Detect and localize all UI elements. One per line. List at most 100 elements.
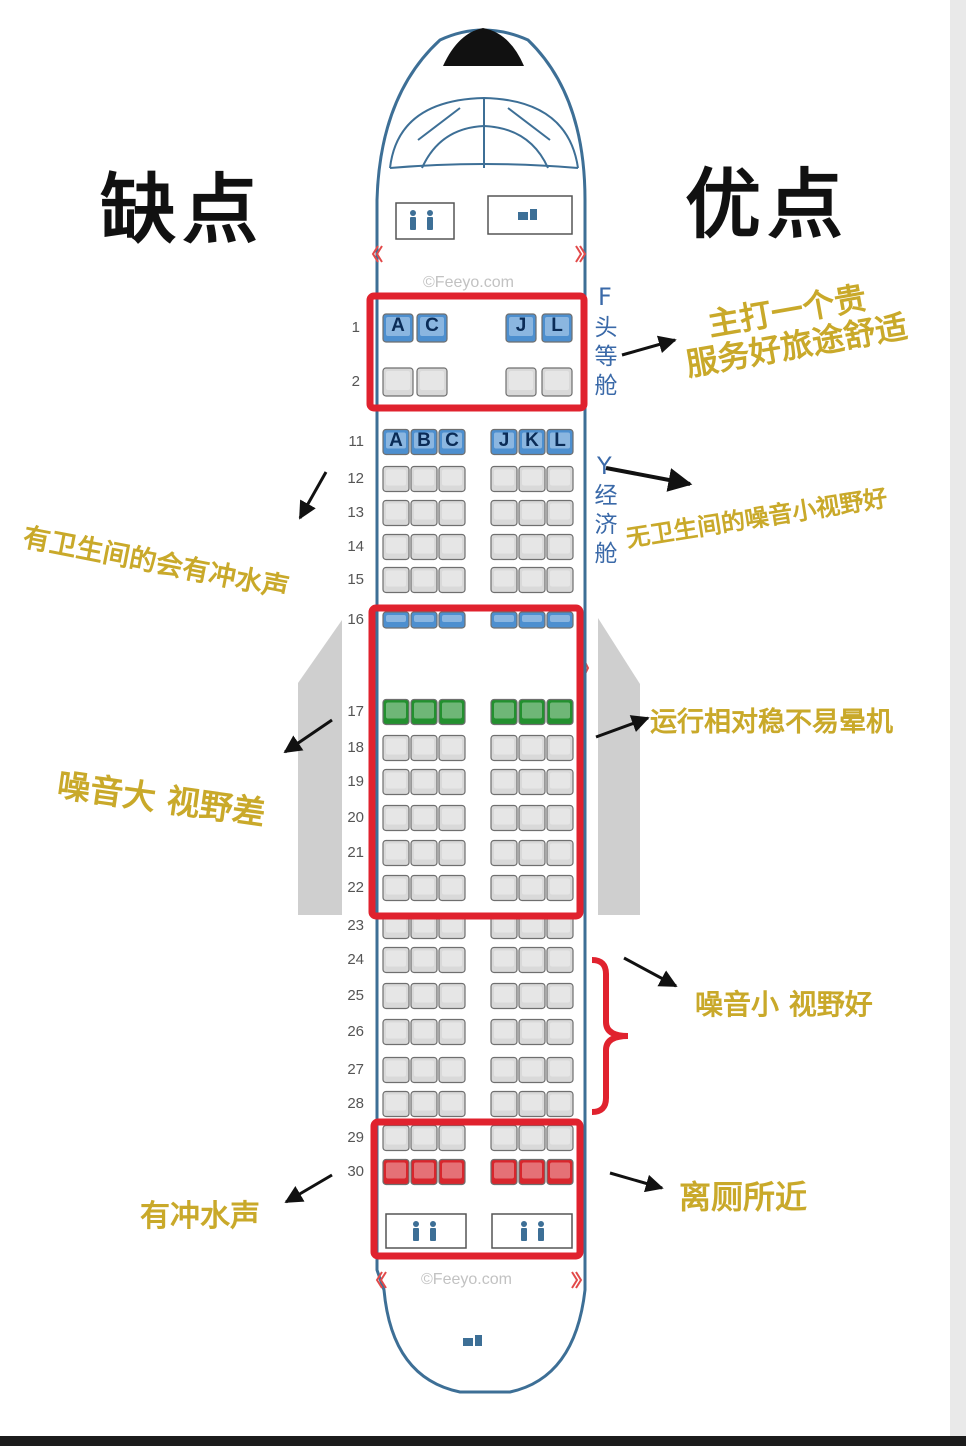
seat-23B[interactable] bbox=[410, 912, 438, 940]
seat-19L[interactable] bbox=[546, 768, 574, 796]
seat-27J[interactable] bbox=[490, 1056, 518, 1084]
seat-16K[interactable] bbox=[518, 611, 546, 629]
seat-21L[interactable] bbox=[546, 839, 574, 867]
seat-15K[interactable] bbox=[518, 566, 546, 594]
seat-21B[interactable] bbox=[410, 839, 438, 867]
seat-24B[interactable] bbox=[410, 946, 438, 974]
seat-13B[interactable] bbox=[410, 499, 438, 527]
seat-19C[interactable] bbox=[438, 768, 466, 796]
seat-24L[interactable] bbox=[546, 946, 574, 974]
seat-2J[interactable] bbox=[505, 367, 537, 397]
seat-25J[interactable] bbox=[490, 982, 518, 1010]
seat-18J[interactable] bbox=[490, 734, 518, 762]
seat-19B[interactable] bbox=[410, 768, 438, 796]
seat-2C[interactable] bbox=[416, 367, 448, 397]
seat-25B[interactable] bbox=[410, 982, 438, 1010]
seat-1A[interactable] bbox=[382, 313, 414, 343]
seat-20B[interactable] bbox=[410, 804, 438, 832]
seat-13A[interactable] bbox=[382, 499, 410, 527]
seat-13C[interactable] bbox=[438, 499, 466, 527]
seat-21J[interactable] bbox=[490, 839, 518, 867]
seat-1J[interactable] bbox=[505, 313, 537, 343]
seat-14A[interactable] bbox=[382, 533, 410, 561]
seat-11L[interactable] bbox=[546, 428, 574, 456]
seat-23L[interactable] bbox=[546, 912, 574, 940]
seat-11C[interactable] bbox=[438, 428, 466, 456]
seat-18C[interactable] bbox=[438, 734, 466, 762]
seat-17B[interactable] bbox=[410, 698, 438, 726]
seat-11A[interactable] bbox=[382, 428, 410, 456]
seat-16B[interactable] bbox=[410, 611, 438, 629]
seat-19K[interactable] bbox=[518, 768, 546, 796]
seat-21K[interactable] bbox=[518, 839, 546, 867]
seat-30L[interactable] bbox=[546, 1158, 574, 1186]
seat-19J[interactable] bbox=[490, 768, 518, 796]
seat-20K[interactable] bbox=[518, 804, 546, 832]
seat-11K[interactable] bbox=[518, 428, 546, 456]
seat-15A[interactable] bbox=[382, 566, 410, 594]
seat-20C[interactable] bbox=[438, 804, 466, 832]
seat-12K[interactable] bbox=[518, 465, 546, 493]
seat-29J[interactable] bbox=[490, 1124, 518, 1152]
seat-16A[interactable] bbox=[382, 611, 410, 629]
seat-22C[interactable] bbox=[438, 874, 466, 902]
seat-20L[interactable] bbox=[546, 804, 574, 832]
seat-26L[interactable] bbox=[546, 1018, 574, 1046]
seat-13L[interactable] bbox=[546, 499, 574, 527]
seat-22J[interactable] bbox=[490, 874, 518, 902]
seat-28B[interactable] bbox=[410, 1090, 438, 1118]
seat-28K[interactable] bbox=[518, 1090, 546, 1118]
seat-30B[interactable] bbox=[410, 1158, 438, 1186]
seat-29B[interactable] bbox=[410, 1124, 438, 1152]
seat-17A[interactable] bbox=[382, 698, 410, 726]
seat-22B[interactable] bbox=[410, 874, 438, 902]
seat-12C[interactable] bbox=[438, 465, 466, 493]
seat-12J[interactable] bbox=[490, 465, 518, 493]
seat-2A[interactable] bbox=[382, 367, 414, 397]
seat-24J[interactable] bbox=[490, 946, 518, 974]
seat-16L[interactable] bbox=[546, 611, 574, 629]
seat-30C[interactable] bbox=[438, 1158, 466, 1186]
seat-24A[interactable] bbox=[382, 946, 410, 974]
seat-1L[interactable] bbox=[541, 313, 573, 343]
seat-28L[interactable] bbox=[546, 1090, 574, 1118]
seat-12B[interactable] bbox=[410, 465, 438, 493]
seat-26C[interactable] bbox=[438, 1018, 466, 1046]
seat-21A[interactable] bbox=[382, 839, 410, 867]
seat-14K[interactable] bbox=[518, 533, 546, 561]
seat-15C[interactable] bbox=[438, 566, 466, 594]
seat-26J[interactable] bbox=[490, 1018, 518, 1046]
seat-18L[interactable] bbox=[546, 734, 574, 762]
seat-25C[interactable] bbox=[438, 982, 466, 1010]
seat-29A[interactable] bbox=[382, 1124, 410, 1152]
seat-12L[interactable] bbox=[546, 465, 574, 493]
seat-22A[interactable] bbox=[382, 874, 410, 902]
seat-28A[interactable] bbox=[382, 1090, 410, 1118]
seat-30K[interactable] bbox=[518, 1158, 546, 1186]
seat-25K[interactable] bbox=[518, 982, 546, 1010]
seat-29K[interactable] bbox=[518, 1124, 546, 1152]
seat-27B[interactable] bbox=[410, 1056, 438, 1084]
seat-28C[interactable] bbox=[438, 1090, 466, 1118]
seat-30J[interactable] bbox=[490, 1158, 518, 1186]
seat-30A[interactable] bbox=[382, 1158, 410, 1186]
seat-26K[interactable] bbox=[518, 1018, 546, 1046]
seat-14L[interactable] bbox=[546, 533, 574, 561]
seat-18A[interactable] bbox=[382, 734, 410, 762]
seat-15L[interactable] bbox=[546, 566, 574, 594]
seat-14B[interactable] bbox=[410, 533, 438, 561]
seat-18B[interactable] bbox=[410, 734, 438, 762]
seat-26A[interactable] bbox=[382, 1018, 410, 1046]
seat-17C[interactable] bbox=[438, 698, 466, 726]
seat-15B[interactable] bbox=[410, 566, 438, 594]
seat-1C[interactable] bbox=[416, 313, 448, 343]
seat-13J[interactable] bbox=[490, 499, 518, 527]
seat-27L[interactable] bbox=[546, 1056, 574, 1084]
seat-27C[interactable] bbox=[438, 1056, 466, 1084]
seat-27K[interactable] bbox=[518, 1056, 546, 1084]
seat-22L[interactable] bbox=[546, 874, 574, 902]
seat-24C[interactable] bbox=[438, 946, 466, 974]
seat-29C[interactable] bbox=[438, 1124, 466, 1152]
seat-17K[interactable] bbox=[518, 698, 546, 726]
seat-21C[interactable] bbox=[438, 839, 466, 867]
